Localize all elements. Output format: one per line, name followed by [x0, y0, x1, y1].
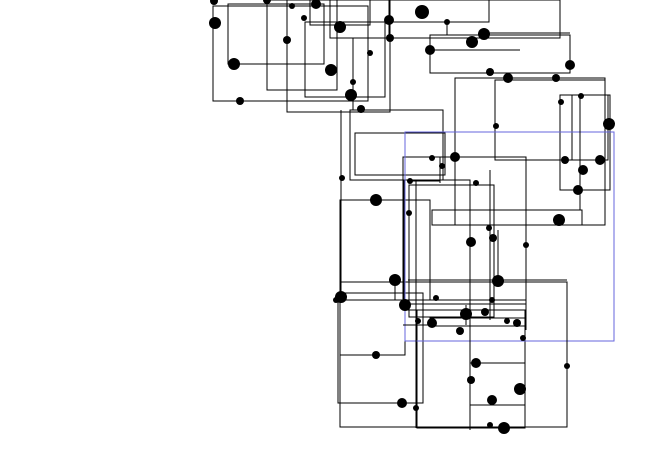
box-12 [559, 94, 611, 191]
node-65 [467, 376, 475, 384]
node-40 [407, 178, 413, 184]
box-17 [431, 209, 583, 226]
node-52 [399, 299, 411, 311]
node-15 [357, 105, 365, 113]
node-9 [228, 58, 240, 70]
highlight-box [404, 131, 615, 342]
box-25 [429, 317, 526, 327]
node-44 [466, 237, 476, 247]
node-69 [397, 398, 407, 408]
box-16 [408, 184, 495, 318]
box-7 [329, 0, 561, 39]
node-2 [263, 0, 271, 4]
node-37 [429, 155, 435, 161]
node-38 [439, 163, 445, 169]
node-8 [283, 36, 291, 44]
node-35 [553, 214, 565, 226]
node-61 [520, 335, 526, 341]
box-5 [304, 21, 386, 98]
node-60 [513, 319, 521, 327]
connector-group [340, 22, 595, 430]
node-22 [386, 34, 394, 42]
node-66 [514, 383, 526, 395]
node-4 [311, 0, 321, 9]
node-72 [487, 422, 493, 428]
node-48 [492, 275, 504, 287]
box-1 [212, 5, 369, 102]
box-23 [354, 132, 446, 176]
node-26 [565, 60, 575, 70]
node-5 [301, 15, 307, 21]
box-9 [429, 34, 571, 74]
box-22 [349, 109, 444, 181]
box-10 [454, 77, 606, 226]
node-3 [289, 3, 295, 9]
node-25 [552, 74, 560, 82]
node-55 [481, 308, 489, 316]
node-39 [473, 180, 479, 186]
node-49 [389, 274, 401, 286]
node-43 [339, 175, 345, 181]
box-2 [266, 0, 338, 91]
box-3 [286, 0, 391, 113]
node-70 [413, 405, 419, 411]
node-71 [498, 422, 510, 434]
node-45 [486, 225, 492, 231]
node-62 [415, 318, 421, 324]
node-20 [478, 28, 490, 40]
box-21 [337, 292, 424, 404]
node-46 [489, 234, 497, 242]
node-10 [325, 64, 337, 76]
node-63 [372, 351, 380, 359]
node-64 [471, 358, 481, 368]
node-11 [350, 79, 356, 85]
node-32 [561, 156, 569, 164]
box-20 [339, 299, 406, 356]
node-59 [504, 318, 510, 324]
node-29 [603, 118, 615, 130]
node-18 [444, 19, 450, 25]
node-1 [210, 0, 218, 5]
node-53 [433, 295, 439, 301]
node-14 [236, 97, 244, 105]
node-42 [370, 194, 382, 206]
box-8 [388, 0, 490, 23]
node-47 [523, 242, 529, 248]
node-41 [406, 210, 412, 216]
node-31 [595, 155, 605, 165]
node-58 [456, 327, 464, 335]
node-24 [503, 73, 513, 83]
node-27 [578, 93, 584, 99]
node-12 [367, 50, 373, 56]
node-group [209, 0, 615, 434]
node-21 [425, 45, 435, 55]
node-51 [333, 297, 339, 303]
node-68 [564, 363, 570, 369]
box-11 [494, 79, 606, 161]
node-16 [384, 15, 394, 25]
node-17 [415, 5, 429, 19]
node-28 [558, 99, 564, 105]
node-34 [573, 185, 583, 195]
node-54 [489, 297, 495, 303]
node-56 [460, 308, 472, 320]
box-13 [571, 94, 609, 161]
node-23 [486, 68, 494, 76]
node-57 [427, 318, 437, 328]
box-6 [227, 3, 325, 65]
node-19 [466, 36, 478, 48]
node-30 [493, 123, 499, 129]
node-67 [487, 395, 497, 405]
node-6 [334, 21, 346, 33]
node-13 [345, 89, 357, 101]
box-group [212, 0, 615, 429]
node-33 [578, 165, 588, 175]
node-7 [209, 17, 221, 29]
node-36 [450, 152, 460, 162]
